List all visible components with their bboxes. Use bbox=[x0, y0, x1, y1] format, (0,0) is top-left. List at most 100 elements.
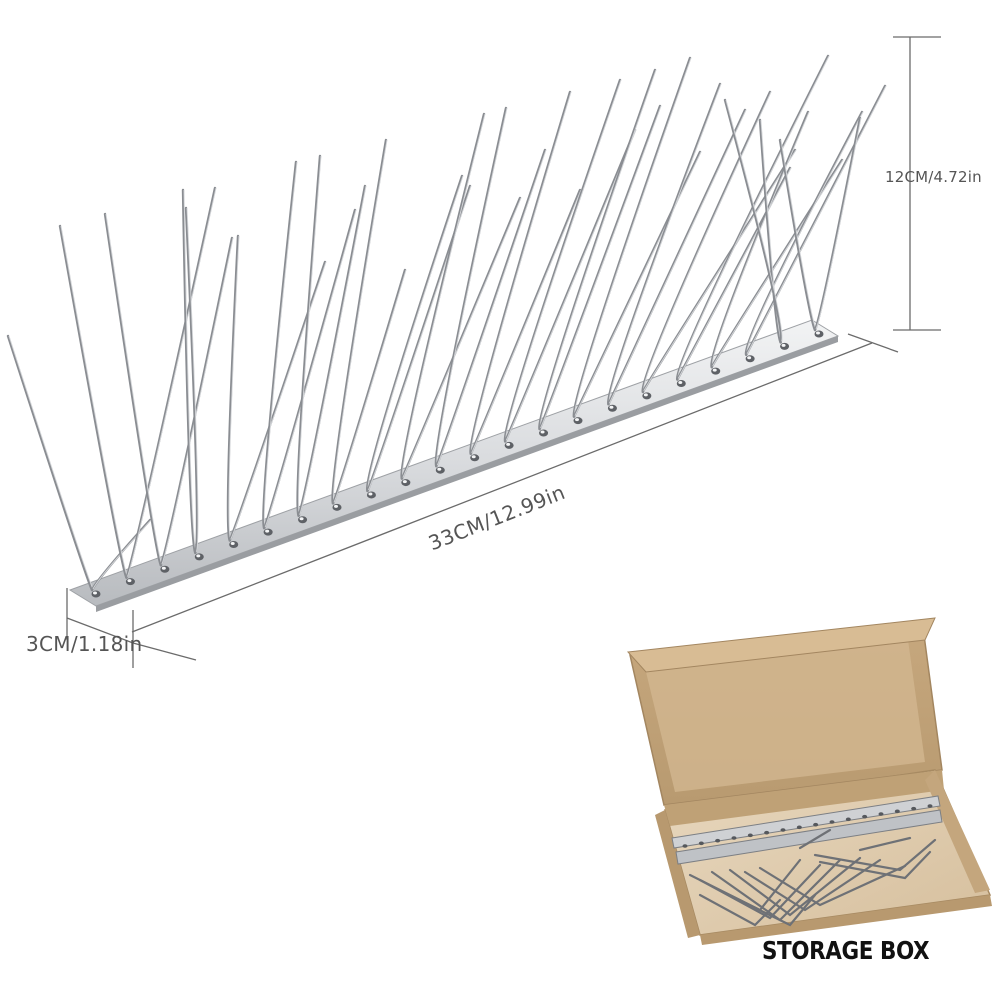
spike-wire bbox=[778, 138, 817, 332]
depth-dimension-extension bbox=[132, 642, 197, 661]
spike-wire bbox=[572, 56, 692, 418]
spike-wire-highlight bbox=[161, 237, 234, 565]
spike-wire-highlight bbox=[299, 185, 367, 515]
box-lid-inner-panel bbox=[646, 640, 925, 792]
mount-hole-highlight bbox=[93, 591, 97, 595]
mount-hole-highlight bbox=[540, 430, 545, 434]
spike-wire bbox=[538, 68, 657, 431]
spike-wire-highlight bbox=[677, 55, 830, 379]
spike-wire bbox=[503, 128, 637, 443]
spike-wire bbox=[181, 188, 197, 555]
boxed-strip-hole bbox=[715, 838, 721, 843]
spike-wire-highlight bbox=[333, 139, 388, 503]
spike-wire-highlight bbox=[230, 261, 327, 540]
mount-hole-highlight bbox=[334, 504, 338, 508]
spike-base-edge bbox=[96, 336, 838, 612]
mount-hole-highlight bbox=[781, 343, 786, 347]
spike-wire bbox=[606, 82, 722, 406]
spike-wire bbox=[503, 78, 622, 443]
spike-wire-highlight bbox=[505, 129, 637, 441]
spike-wire-highlight bbox=[725, 99, 783, 342]
spike-wire bbox=[365, 174, 464, 493]
bird-spike-strip bbox=[6, 54, 887, 612]
spike-wire bbox=[366, 184, 472, 493]
boxed-strip-hole bbox=[829, 820, 835, 824]
spike-wire-highlight bbox=[183, 189, 197, 553]
spike-wire-highlight bbox=[471, 189, 582, 454]
spike-wire-highlight bbox=[574, 57, 692, 416]
mount-hole-highlight bbox=[609, 405, 614, 409]
mount-hole-highlight bbox=[471, 455, 476, 459]
width-label: 3CM/1.18in bbox=[26, 632, 143, 656]
spike-wire bbox=[262, 208, 357, 530]
spike-wire bbox=[262, 160, 298, 530]
box-front-wall bbox=[700, 895, 992, 945]
spike-wire bbox=[331, 268, 407, 505]
mount-hole-highlight bbox=[368, 492, 373, 496]
spike-wire bbox=[297, 184, 367, 517]
boxed-strip-hole bbox=[698, 841, 704, 846]
spike-wire bbox=[184, 206, 199, 555]
spike-wire-highlight bbox=[92, 519, 152, 590]
spike-wire bbox=[744, 84, 887, 356]
spike-wire-highlight bbox=[539, 69, 657, 429]
spike-wire-highlight bbox=[436, 149, 547, 466]
storage-box-label: STORAGE BOX bbox=[762, 936, 930, 965]
spike-wire-highlight bbox=[127, 187, 217, 577]
spike-wire-highlight bbox=[105, 213, 163, 565]
spike-mount-holes bbox=[91, 330, 824, 598]
box-back-wall bbox=[664, 770, 944, 826]
boxed-strip-hole bbox=[894, 809, 900, 814]
mount-hole-highlight bbox=[643, 393, 648, 397]
length-dimension-extension bbox=[847, 333, 899, 353]
spike-wire bbox=[434, 106, 508, 468]
mount-hole-highlight bbox=[299, 517, 304, 521]
spike-wire-highlight bbox=[609, 109, 747, 404]
mount-hole-highlight bbox=[575, 418, 579, 422]
boxed-strip-hole bbox=[845, 817, 851, 822]
mount-hole-highlight bbox=[816, 331, 820, 335]
spike-wire-highlight bbox=[333, 269, 407, 503]
boxed-strip-hole bbox=[731, 836, 737, 840]
boxed-strip-hole bbox=[862, 814, 868, 819]
mount-hole-highlight bbox=[230, 541, 235, 545]
spike-wire-highlight bbox=[264, 209, 357, 528]
spike-wire bbox=[159, 236, 234, 567]
mount-hole-highlight bbox=[506, 442, 511, 446]
mount-hole-highlight bbox=[265, 529, 270, 533]
spike-wire-highlight bbox=[367, 175, 464, 491]
spike-wire bbox=[723, 98, 783, 344]
spike-wire-highlight bbox=[402, 197, 522, 478]
spike-wire-highlight bbox=[643, 91, 772, 392]
spike-wire-highlight bbox=[263, 161, 298, 528]
spike-wire bbox=[331, 138, 388, 505]
boxed-strip-hole bbox=[764, 830, 770, 835]
mount-hole-highlight bbox=[161, 566, 166, 570]
spike-wire bbox=[103, 212, 163, 567]
boxed-strip-hole bbox=[878, 812, 884, 816]
spike-wire-highlight bbox=[780, 139, 817, 330]
boxed-strip-hole bbox=[796, 825, 802, 830]
boxed-strip-hole bbox=[682, 844, 688, 848]
spike-wire bbox=[400, 112, 486, 480]
spike-wire-highlight bbox=[436, 107, 508, 466]
spike-wire bbox=[400, 196, 522, 480]
box-left-wall bbox=[655, 810, 700, 938]
spike-wire bbox=[469, 90, 572, 456]
box-right-wall bbox=[925, 770, 990, 893]
spike-wire-highlight bbox=[186, 207, 199, 553]
dimension-lines bbox=[66, 36, 941, 668]
height-label: 12CM/4.72in bbox=[885, 168, 982, 186]
spike-wire bbox=[675, 54, 830, 381]
mount-hole-highlight bbox=[196, 554, 201, 558]
spike-wire-highlight bbox=[8, 335, 94, 590]
spike-wire bbox=[228, 260, 327, 542]
spike-wire-highlight bbox=[540, 105, 662, 429]
box-lid-flap bbox=[626, 617, 936, 673]
boxed-strip-hole bbox=[927, 804, 933, 808]
depth-dimension-line bbox=[66, 617, 134, 644]
spike-wire-highlight bbox=[470, 91, 572, 454]
spike-wire bbox=[435, 148, 547, 468]
spike-wire bbox=[58, 224, 128, 579]
